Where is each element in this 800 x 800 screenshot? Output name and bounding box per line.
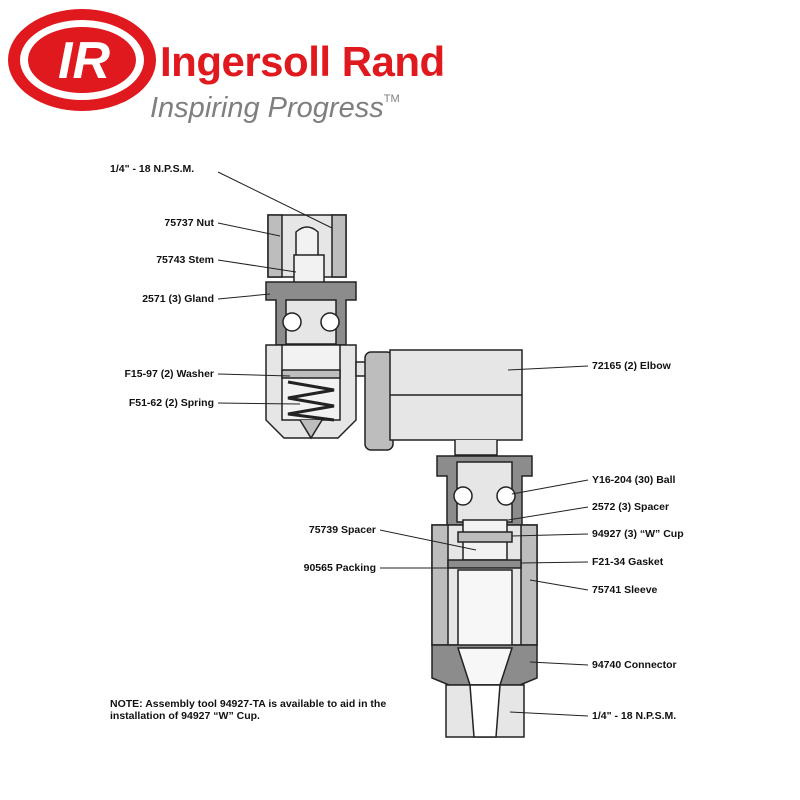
- ball-part: [453, 486, 473, 506]
- label-npsm-top: 1/4" - 18 N.P.S.M.: [110, 163, 195, 175]
- spring-part: [287, 380, 335, 422]
- label-w-cup: 94927 (3) “W” Cup: [592, 528, 684, 540]
- assembly-note: NOTE: Assembly tool 94927-TA is availabl…: [110, 698, 387, 722]
- label-sleeve: 75741 Sleeve: [592, 584, 658, 596]
- w-cup-part: [457, 531, 513, 543]
- label-gasket: F21-34 Gasket: [592, 556, 664, 568]
- tagline-text: Inspiring Progress: [150, 92, 384, 124]
- lower-valve-assembly: [431, 455, 538, 738]
- label-washer: F15-97 (2) Washer: [124, 368, 214, 380]
- gasket-part: [447, 559, 522, 569]
- logo-mark-text: IR: [58, 32, 110, 90]
- label-ball: Y16-204 (30) Ball: [592, 474, 676, 486]
- brand-tagline: Inspiring ProgressTM: [150, 92, 400, 125]
- label-packing: 90565 Packing: [303, 562, 376, 574]
- label-spacer-75739: 75739 Spacer: [308, 524, 376, 536]
- label-gland: 2571 (3) Gland: [142, 293, 214, 305]
- label-spring: F51-62 (2) Spring: [128, 397, 214, 409]
- leader-lines: [217, 171, 589, 717]
- label-stem: 75743 Stem: [156, 254, 214, 266]
- label-elbow: 72165 (2) Elbow: [592, 360, 671, 372]
- upper-valve-assembly: [265, 214, 357, 440]
- washer-part: [281, 369, 341, 379]
- brand-name: Ingersoll Rand: [160, 38, 445, 85]
- label-npsm-bottom: 1/4" - 18 N.P.S.M.: [592, 710, 677, 722]
- label-spacer-2572: 2572 (3) Spacer: [592, 501, 670, 513]
- ir-logo-mark: IR: [8, 9, 156, 111]
- elbow-part: [355, 349, 523, 456]
- label-connector: 94740 Connector: [592, 659, 677, 671]
- label-nut: 75737 Nut: [164, 217, 214, 229]
- trademark-mark: TM: [383, 93, 400, 105]
